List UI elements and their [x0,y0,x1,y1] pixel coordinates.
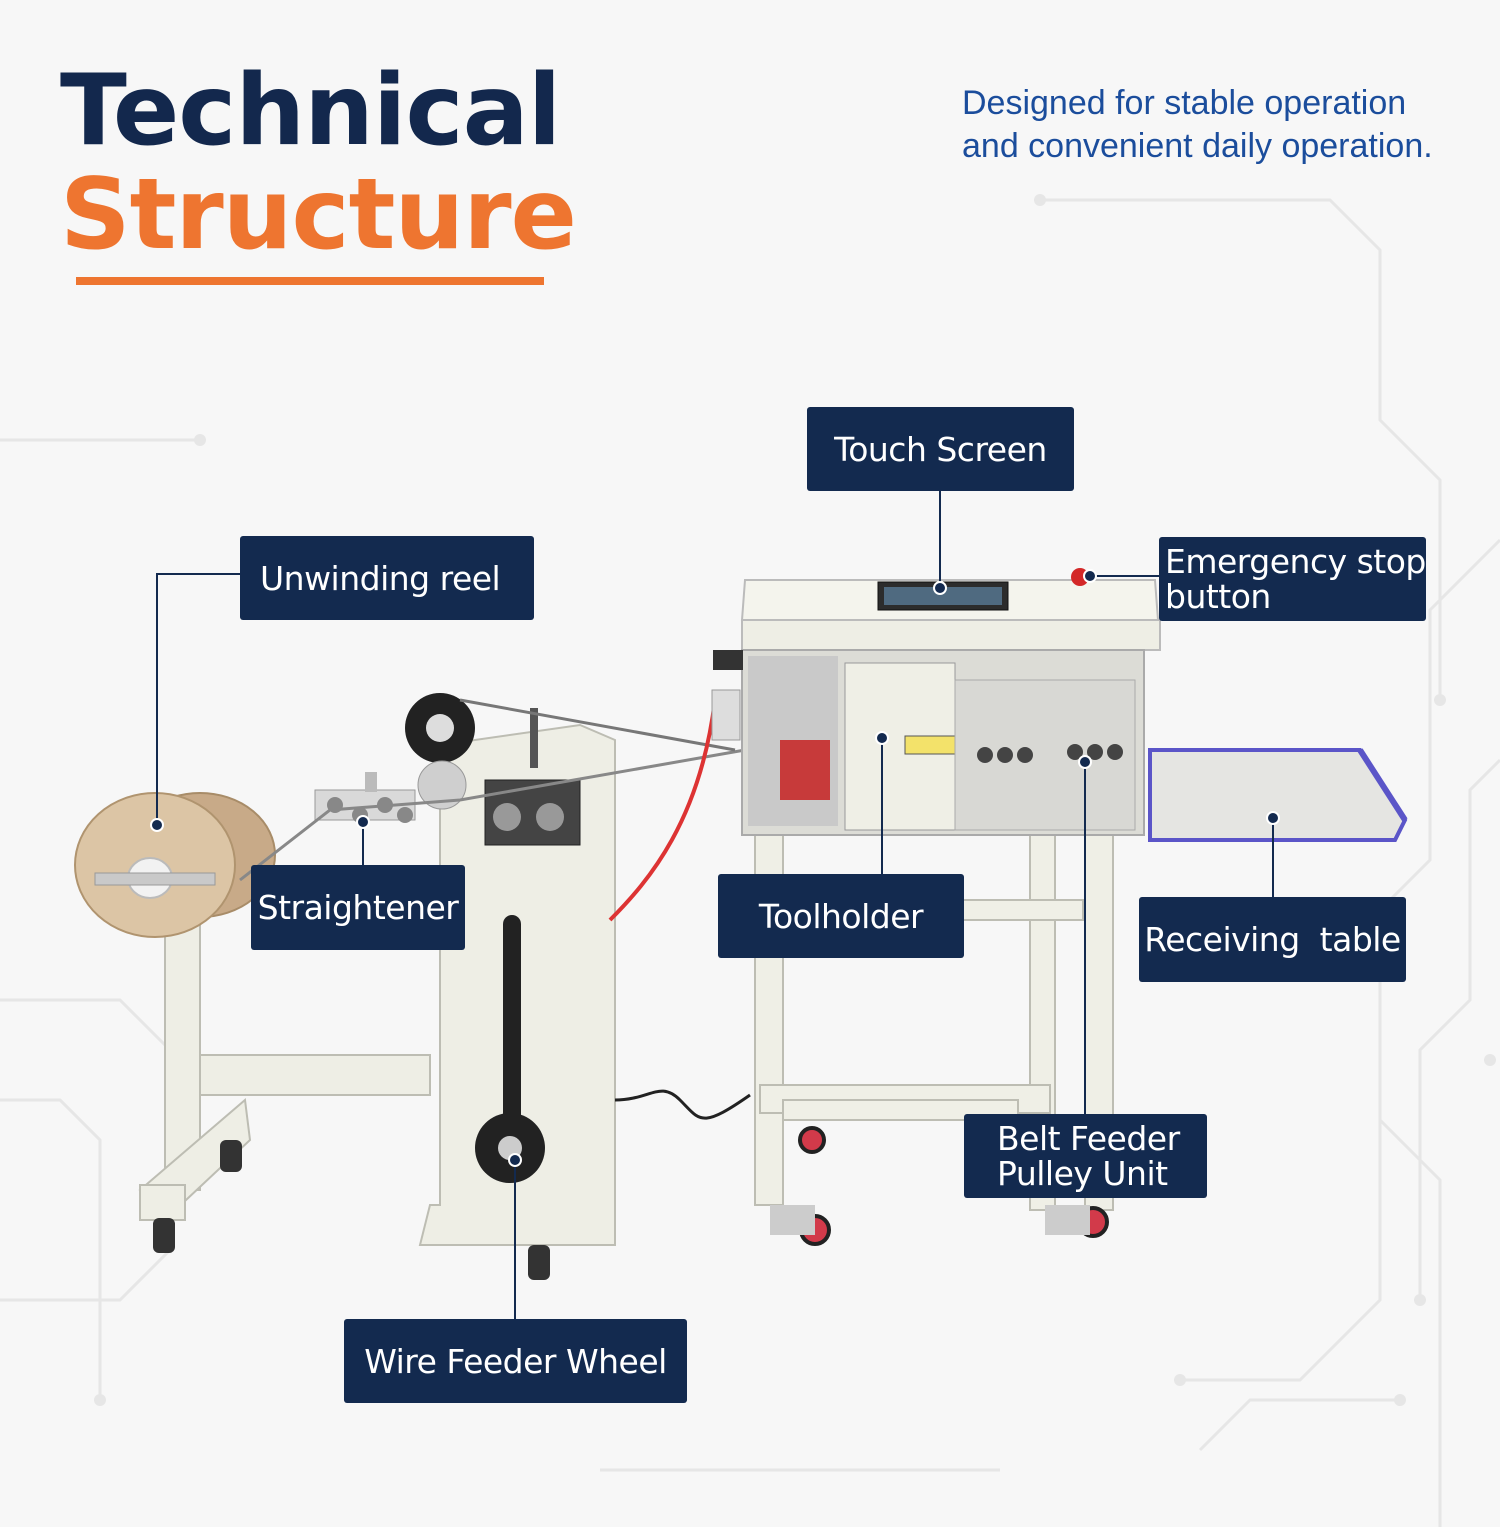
label-straightener-text: Straightener [257,888,459,927]
label-emergency-stop-button: Emergency stop button [1159,537,1426,621]
label-belt-feeder-text-2: Pulley Unit [997,1154,1168,1193]
label-toolholder: Toolholder [718,874,964,958]
marker-receiving-table [1266,811,1280,825]
label-touch-screen: Touch Screen [807,407,1074,491]
cutter-casters [770,1126,1109,1246]
title-line-technical: Technical [60,54,561,168]
wires [239,698,751,1120]
label-receiving-table-text: Receiving table [1144,920,1401,959]
marker-touch-screen [933,581,947,595]
cutter-body [711,568,1161,836]
label-emergency-stop-text-2: button [1165,577,1271,616]
label-wire-feeder-wheel-text: Wire Feeder Wheel [364,1341,667,1381]
label-unwinding-reel-text: Unwinding reel [260,558,501,598]
feeder-tower [405,693,616,1280]
leader-unwinding-reel [156,573,240,825]
receiving-table [1148,748,1408,842]
label-belt-feeder-text-1: Belt Feeder [997,1119,1180,1158]
subtitle-line-2: and convenient daily operation. [962,127,1433,165]
label-emergency-stop-text-1: Emergency stop [1165,542,1426,581]
label-wire-feeder-wheel: Wire Feeder Wheel [344,1319,687,1403]
label-receiving-table: Receiving table [1139,897,1406,982]
marker-straightener [356,815,370,829]
marker-toolholder [875,731,889,745]
reel-stand-wheels [153,1140,242,1253]
unwinding-reel [74,792,276,938]
title-line-structure: Structure [60,158,577,272]
label-toolholder-text: Toolholder [758,896,924,936]
subtitle-line-1: Designed for stable operation [962,84,1407,122]
label-belt-feeder-pulley-unit: Belt Feeder Pulley Unit [964,1114,1207,1198]
label-touch-screen-text: Touch Screen [834,429,1047,469]
subtitle: Designed for stable operation and conven… [962,82,1482,168]
marker-emergency-stop [1083,569,1097,583]
marker-belt-feeder [1078,755,1092,769]
label-unwinding-reel: Unwinding reel [240,536,534,620]
marker-unwinding-reel [150,818,164,832]
marker-wire-feeder [508,1153,522,1167]
title-underline [76,277,544,285]
label-straightener: Straightener [251,865,465,950]
